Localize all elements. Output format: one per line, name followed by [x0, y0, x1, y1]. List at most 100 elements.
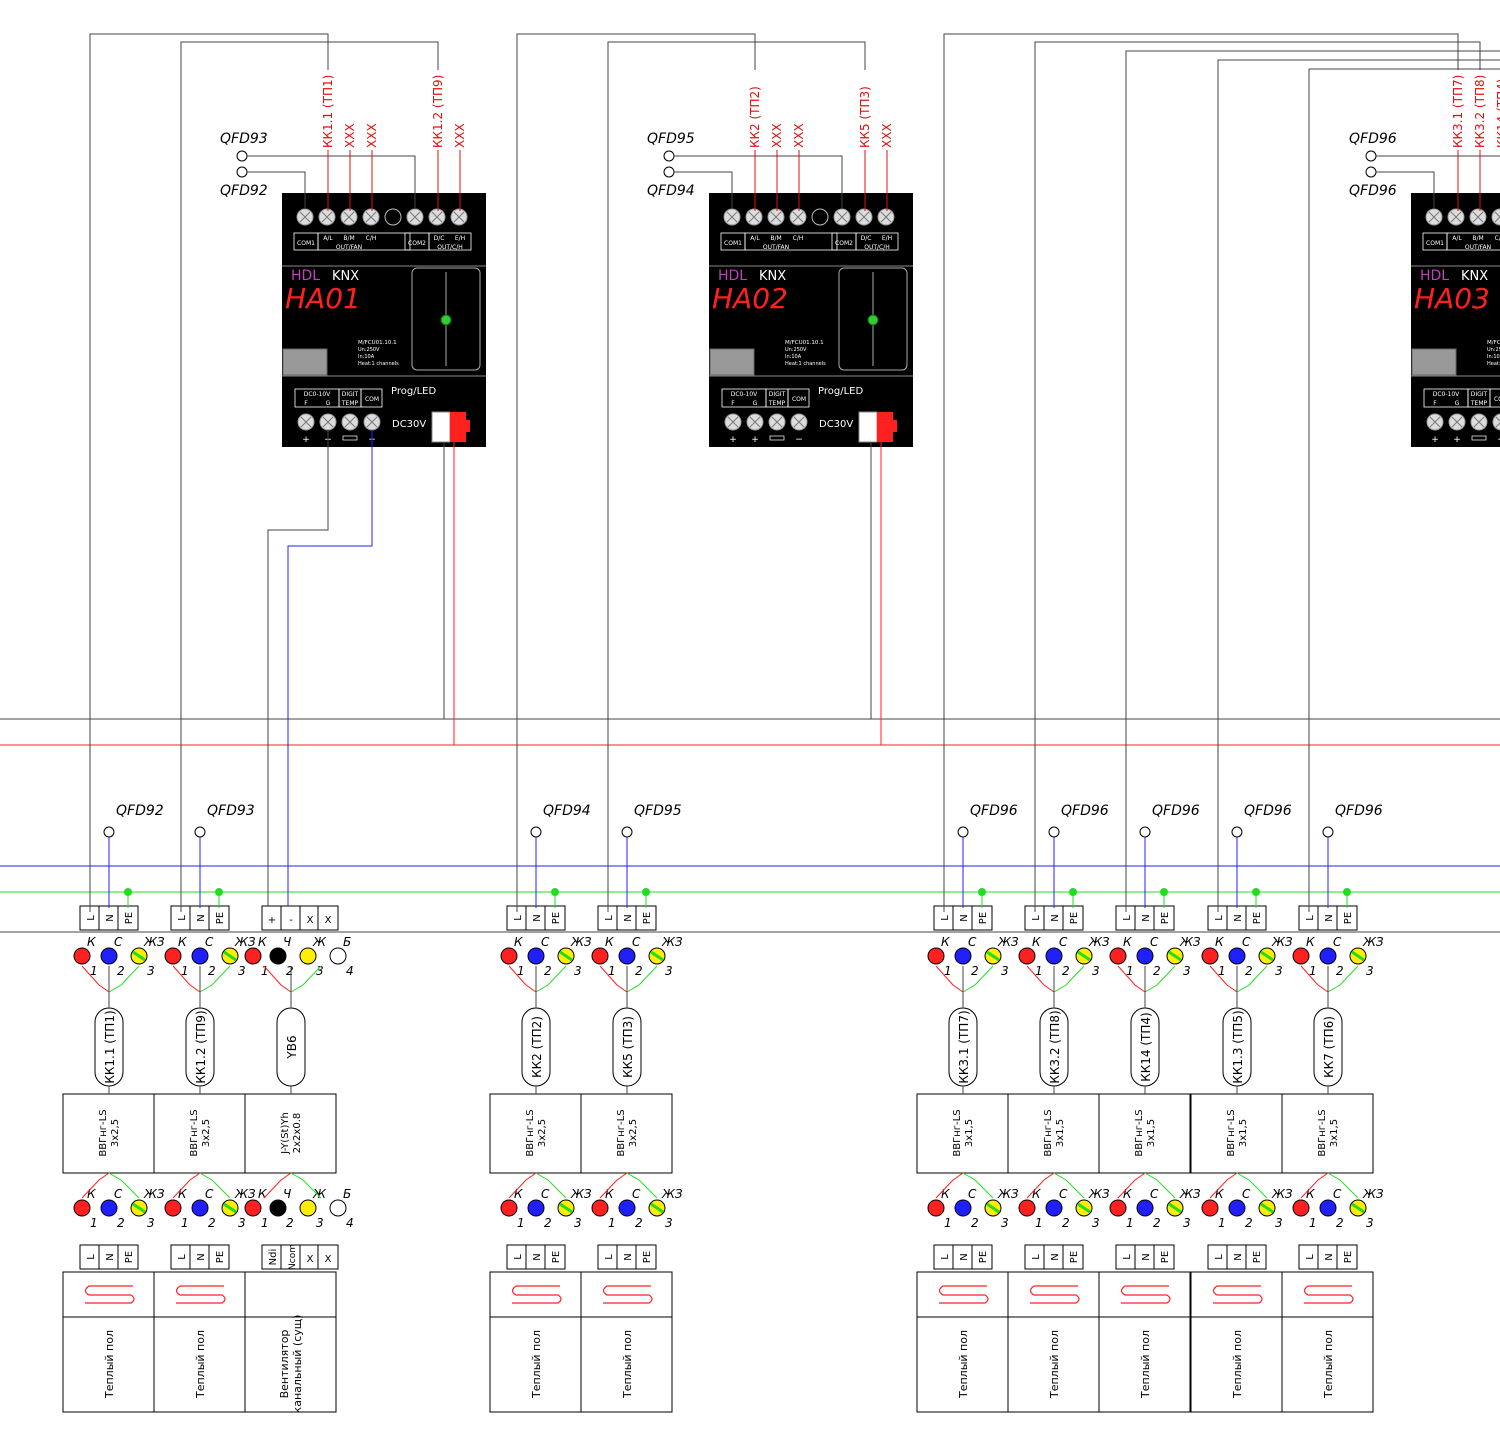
core-pe-stripe	[1351, 950, 1365, 962]
cable-type: ВВГнг-LS	[525, 1109, 536, 1156]
cable-name: КК1.2 (ТП9)	[194, 1010, 208, 1083]
phase-wire	[1308, 68, 1500, 912]
label: Prog/LED	[818, 386, 863, 397]
core	[1292, 947, 1310, 965]
screw-slot	[299, 211, 311, 223]
label: M/FCU01.10.1	[358, 340, 397, 346]
screw-slot	[1494, 211, 1500, 218]
label: PE	[978, 1251, 989, 1263]
core-number: 4	[346, 1216, 354, 1230]
screw-slot	[749, 416, 761, 428]
qfd-label: QFD92	[220, 183, 268, 199]
module-name: HA02	[712, 282, 788, 315]
core	[269, 947, 287, 965]
core-label: К	[1032, 1187, 1041, 1201]
screw-slot	[1450, 211, 1462, 223]
label: G	[753, 400, 758, 407]
core-label: К	[1123, 935, 1132, 949]
label: DC0-10V	[731, 391, 758, 398]
core-label: К	[1032, 935, 1041, 949]
din-clip	[282, 348, 328, 376]
core-label: С	[632, 1187, 641, 1201]
core-number: 3	[1275, 1216, 1283, 1230]
core-arc	[263, 965, 292, 993]
core	[1319, 1199, 1337, 1217]
core-number: 2	[1245, 964, 1253, 978]
label: L	[604, 1254, 615, 1260]
label: DC30V	[819, 419, 853, 430]
screw-slot	[453, 211, 465, 223]
core-arc	[935, 965, 964, 993]
core-pe-stripe	[1351, 1202, 1365, 1214]
load-name: Теплый пол	[1048, 1330, 1061, 1399]
load-name-box	[489, 1316, 582, 1413]
label: N	[623, 1253, 634, 1260]
brand-knx: KNX	[1461, 269, 1488, 284]
label: L	[86, 1254, 97, 1260]
label-box	[428, 232, 472, 251]
core-label: Ч	[283, 935, 291, 949]
out-label: КК1.2 (ТП9)	[431, 75, 445, 148]
qfd-terminal	[530, 826, 542, 838]
load-name: Теплый пол	[1139, 1330, 1152, 1399]
core-number: 2	[286, 964, 294, 978]
core	[591, 1199, 609, 1217]
label: OUT/FAN	[1465, 244, 1491, 251]
core-arc	[1117, 965, 1146, 993]
core-label: ЖЗ	[1179, 1187, 1201, 1201]
label: DC30V	[392, 419, 426, 430]
load-name: Теплый пол	[103, 1330, 116, 1399]
label: Un:250V	[785, 347, 807, 353]
core-arc	[535, 965, 567, 993]
core-pe-stripe	[132, 1202, 146, 1214]
module-body	[709, 193, 913, 447]
qfd-label: QFD94	[543, 803, 591, 819]
core-label: ЖЗ	[570, 935, 592, 949]
cable-type: ВВГнг-LS	[1043, 1109, 1054, 1156]
core-arc	[626, 965, 658, 993]
core-pe-stripe	[223, 950, 237, 962]
core-label: К	[1215, 935, 1224, 949]
status-led	[440, 314, 452, 326]
label: L	[604, 915, 615, 921]
core-number: 3	[1001, 1216, 1009, 1230]
phase-wire	[1217, 59, 1500, 912]
label: N	[1050, 914, 1061, 921]
core-label: С	[1242, 1187, 1251, 1201]
label: COM1	[724, 240, 742, 247]
phase-wire	[89, 33, 329, 912]
core-pe-stripe	[1168, 1202, 1182, 1214]
qfd-terminal	[1322, 826, 1334, 838]
qfd-label: QFD94	[647, 183, 695, 199]
phase-wire	[180, 41, 439, 912]
core-pe-stripe	[132, 950, 146, 962]
supply-wire	[674, 155, 843, 209]
brand-knx: KNX	[759, 269, 786, 284]
screw-slot	[727, 416, 739, 428]
cable-type: ВВГнг-LS	[616, 1109, 627, 1156]
core-arc	[962, 965, 994, 993]
core-label: К	[605, 935, 614, 949]
label: N	[1233, 1253, 1244, 1260]
label: L	[513, 915, 524, 921]
core-label: ЖЗ	[1088, 935, 1110, 949]
core-label: ЖЗ	[1179, 935, 1201, 949]
label: A/L	[323, 235, 333, 242]
label: N	[1141, 1253, 1152, 1260]
label: PE	[642, 912, 653, 924]
cable-name: КК1.1 (ТП1)	[103, 1010, 117, 1083]
qfd-label: QFD93	[207, 803, 255, 819]
core-label: ЖЗ	[570, 1187, 592, 1201]
screw-slot	[409, 211, 421, 223]
screw-slot	[365, 211, 377, 223]
out-label: XXX	[343, 123, 357, 148]
core-number: 2	[208, 964, 216, 978]
prog-panel	[838, 267, 908, 371]
heating-floor-icon	[175, 1285, 226, 1304]
core-label: ЖЗ	[1362, 1187, 1384, 1201]
screw-slot	[322, 416, 334, 428]
label: +	[1453, 435, 1461, 445]
